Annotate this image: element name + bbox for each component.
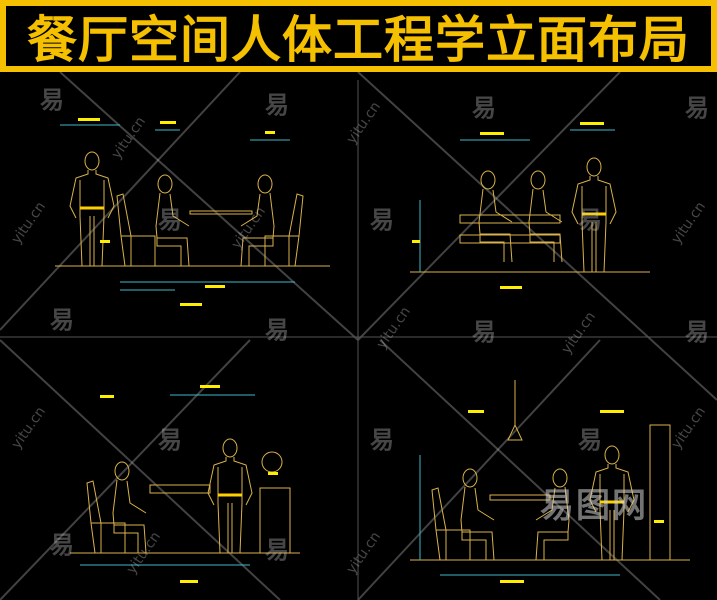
watermark-diagonals: [0, 72, 717, 600]
page-title: 餐厅空间人体工程学立面布局: [27, 11, 690, 69]
watermark-glyph: 易: [158, 206, 182, 234]
panel-4-elevation: [410, 380, 690, 583]
watermark-glyph: 易: [370, 426, 394, 454]
watermark-glyph: 易: [578, 426, 602, 454]
yitu-logo: 易图网: [540, 486, 648, 526]
watermark-glyph: 易: [685, 318, 709, 346]
watermark-glyph: 易: [265, 536, 289, 564]
panel-1-elevation: [55, 118, 330, 306]
watermark-glyph: 易: [685, 94, 709, 122]
watermark-glyph: 易: [472, 94, 496, 122]
panel-3-elevation: [70, 385, 300, 583]
watermark-glyph: 易: [472, 318, 496, 346]
watermark-glyph: 易: [578, 206, 602, 234]
watermark-glyph: 易: [50, 306, 74, 334]
cad-elevation-drawing: [0, 72, 717, 600]
watermark-glyph: 易: [158, 426, 182, 454]
title-banner: 餐厅空间人体工程学立面布局: [0, 0, 717, 72]
watermark-glyph: 易: [370, 206, 394, 234]
panel-2-elevation: [410, 122, 650, 289]
watermark-glyph: 易: [265, 316, 289, 344]
panel-dividers: [0, 80, 717, 600]
watermark-glyph: 易: [50, 531, 74, 559]
watermark-glyph: 易: [40, 86, 64, 114]
watermark-glyph: 易: [265, 91, 289, 119]
